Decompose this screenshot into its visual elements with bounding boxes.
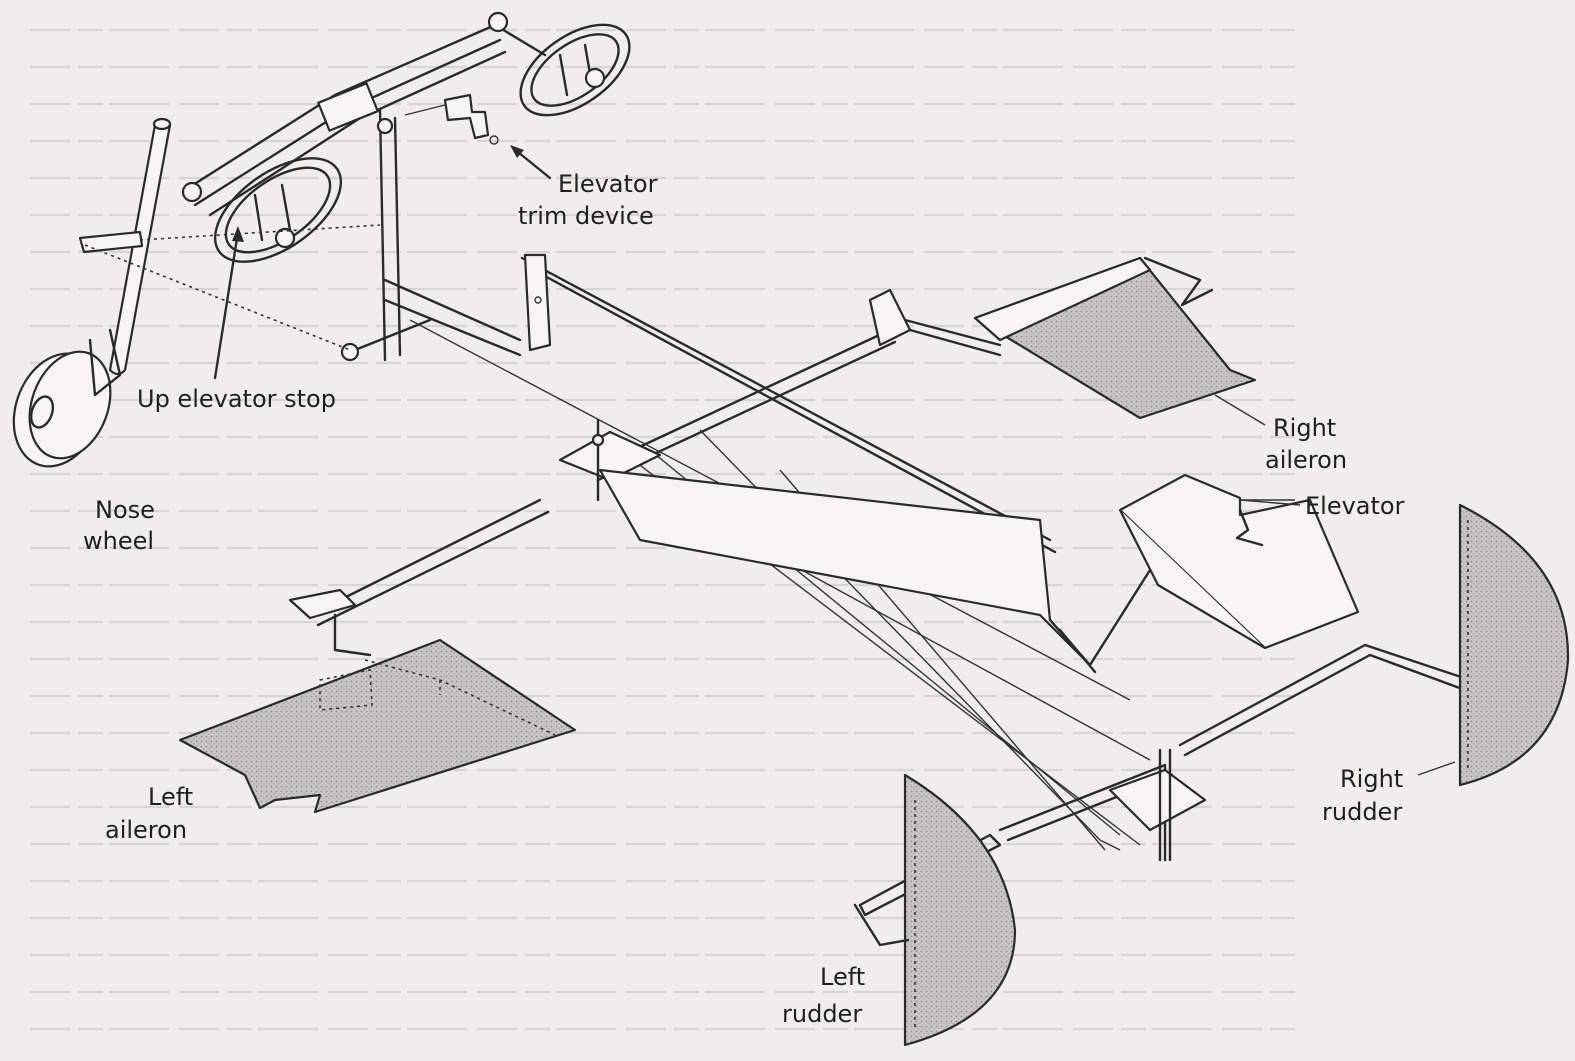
label-right-aileron-line1: Right [1273,414,1336,442]
right-rudder [1458,503,1570,787]
left-rudder [853,773,1017,1047]
label-nose-wheel-line1: Nose [95,496,155,524]
right-aileron [973,256,1266,426]
left-aileron [178,588,577,814]
label-right-rudder-line2: rudder [1322,798,1402,826]
label-elevator-trim-line2: trim device [518,202,654,230]
label-elevator-trim-line1: Elevator [558,170,658,198]
left-control-wheel [213,157,343,263]
label-elevator: Elevator [1305,492,1405,520]
nose-wheel-assembly [12,117,381,468]
label-left-rudder-line1: Left [820,963,865,991]
elevator-bellcrank [523,253,912,352]
label-nose-wheel-line2: wheel [83,527,154,555]
right-control-wheel [519,23,631,117]
elevator-surface [1118,473,1360,650]
label-right-aileron-line2: aileron [1265,446,1347,474]
aileron-bellcrank [558,418,662,502]
label-left-rudder-line2: rudder [782,1000,862,1028]
label-left-aileron-line2: aileron [105,816,187,844]
control-column [181,11,547,362]
label-leaders [1240,499,1456,776]
label-left-aileron-line1: Left [148,783,193,811]
label-right-rudder-line1: Right [1340,765,1403,793]
elevator-trim-device [404,93,552,180]
label-up-elevator-stop: Up elevator stop [137,385,336,413]
torque-tube [598,468,1152,674]
